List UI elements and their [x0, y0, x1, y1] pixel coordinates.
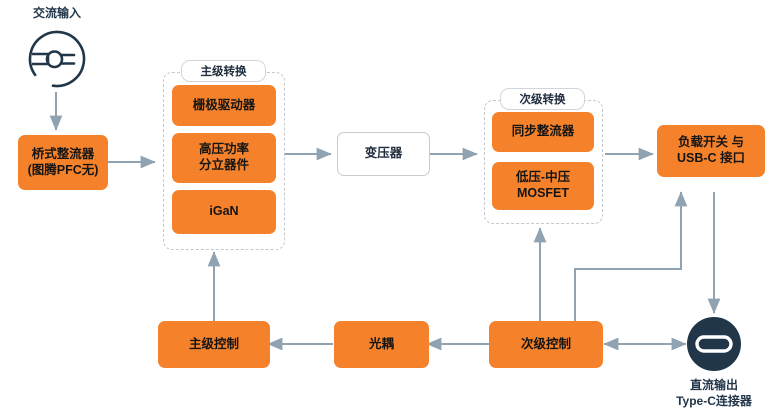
- node-sync-rectifier[interactable]: 同步整流器: [492, 112, 594, 152]
- node-hv-power-discrete[interactable]: 高压功率 分立器件: [172, 133, 276, 183]
- usb-c-connector-icon-svg: [687, 317, 741, 371]
- group-label-secondary-conversion: 次级转换: [500, 88, 585, 110]
- usb-c-connector-icon: [686, 316, 742, 377]
- node-lv-mv-mosfet[interactable]: 低压-中压 MOSFET: [492, 162, 594, 210]
- node-load-switch-usbc-interface[interactable]: 负载开关 与 USB-C 接口: [657, 125, 765, 177]
- ac-plug-icon: [26, 28, 88, 95]
- node-primary-control[interactable]: 主级控制: [158, 321, 270, 368]
- node-gate-driver[interactable]: 栅极驱动器: [172, 85, 276, 126]
- node-optocoupler[interactable]: 光耦: [334, 321, 429, 368]
- ac-input-label: 交流输入: [32, 6, 81, 20]
- node-secondary-control[interactable]: 次级控制: [489, 321, 603, 368]
- node-igan[interactable]: iGaN: [172, 190, 276, 234]
- node-transformer[interactable]: 变压器: [337, 132, 430, 176]
- group-label-primary-conversion: 主级转换: [181, 60, 266, 82]
- node-bridge-rectifier[interactable]: 桥式整流器 (图腾PFC无): [18, 135, 108, 190]
- dc-output-caption: 直流输出 Type-C连接器: [676, 378, 752, 409]
- ac-plug-icon-svg: [28, 30, 86, 88]
